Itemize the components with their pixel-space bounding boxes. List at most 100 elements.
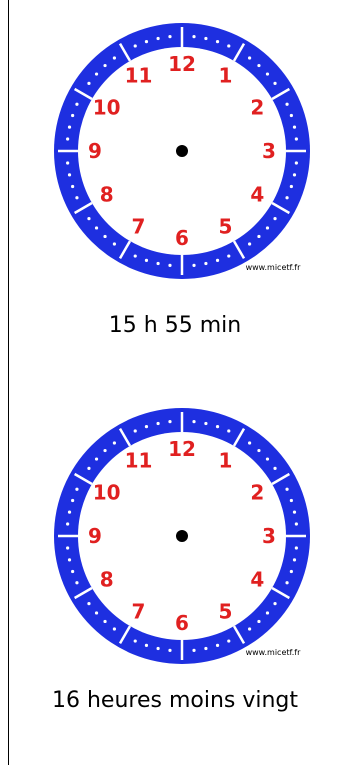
minute-dot [95,457,98,460]
hour-numeral: 8 [100,183,114,207]
hour-numeral: 7 [132,214,146,238]
minute-dot [227,44,230,47]
hour-numeral: 11 [125,449,153,473]
minute-dot [103,620,106,623]
minute-dot [75,488,78,491]
hour-numeral: 5 [219,599,233,623]
minute-dot [103,449,106,452]
minute-dot [227,254,230,257]
minute-dot [168,649,171,652]
hour-numeral: 5 [219,214,233,238]
minute-dot [113,242,116,245]
hour-numeral: 8 [100,568,114,592]
minute-dot [273,217,276,220]
minute-dot [227,639,230,642]
minute-dot [295,546,298,549]
minute-dot [87,602,90,605]
minute-dot [248,242,251,245]
minute-dot [134,44,137,47]
minute-dot [290,570,293,573]
hour-numeral: 6 [175,226,189,250]
minute-dot [295,137,298,140]
time-caption-1: 15 h 55 min [8,313,342,338]
minute-dot [66,161,69,164]
hour-numeral: 12 [168,52,196,76]
minute-dot [168,420,171,423]
minute-dot [273,82,276,85]
minute-dot [103,235,106,238]
minute-dot [266,72,269,75]
minute-dot [75,581,78,584]
minute-dot [204,647,207,650]
minute-dot [156,262,159,265]
minute-dot [290,499,293,502]
minute-dot [216,259,219,262]
hour-numeral: 9 [88,524,102,548]
hour-numeral: 6 [175,611,189,635]
hour-numeral: 1 [219,449,233,473]
watermark: www.micetf.fr [246,263,302,272]
minute-dot [290,114,293,117]
minute-dot [204,262,207,265]
minute-dot [248,441,251,444]
minute-dot [66,137,69,140]
minute-dot [156,647,159,650]
minute-dot [293,125,296,128]
minute-dot [295,522,298,525]
minute-dot [95,226,98,229]
hour-numeral: 10 [93,481,121,505]
minute-dot [204,422,207,425]
minute-dot [71,114,74,117]
minute-dot [257,235,260,238]
minute-dot [95,611,98,614]
minute-dot [145,259,148,262]
minute-dot [295,161,298,164]
hour-numeral: 12 [168,437,196,461]
hour-numeral: 4 [250,183,264,207]
minute-dot [66,546,69,549]
minute-dot [113,56,116,59]
minute-dot [87,467,90,470]
minute-dot [168,264,171,267]
minute-dot [68,510,71,513]
minute-dot [87,217,90,220]
hour-numeral: 3 [262,524,276,548]
hour-numeral: 1 [219,64,233,88]
hour-numeral: 4 [250,568,264,592]
minute-dot [156,37,159,40]
minute-dot [156,422,159,425]
watermark: www.micetf.fr [246,648,302,657]
left-border-line [8,0,9,765]
minute-dot [75,103,78,106]
minute-dot [168,35,171,38]
minute-dot [87,82,90,85]
minute-dot [71,185,74,188]
minute-dot [75,196,78,199]
minute-dot [293,558,296,561]
minute-dot [71,570,74,573]
minute-dot [71,499,74,502]
minute-dot [113,627,116,630]
minute-dot [145,644,148,647]
minute-dot [266,611,269,614]
minute-dot [192,420,195,423]
minute-dot [192,649,195,652]
minute-dot [285,196,288,199]
minute-dot [266,226,269,229]
minute-dot [248,627,251,630]
minute-dot [134,639,137,642]
minute-dot [192,35,195,38]
minute-dot [257,449,260,452]
minute-dot [145,40,148,43]
minute-dot [273,467,276,470]
hour-numeral: 11 [125,64,153,88]
minute-dot [285,103,288,106]
minute-dot [68,173,71,176]
minute-dot [113,441,116,444]
minute-dot [257,620,260,623]
minute-dot [216,644,219,647]
minute-dot [68,558,71,561]
minute-dot [257,64,260,67]
